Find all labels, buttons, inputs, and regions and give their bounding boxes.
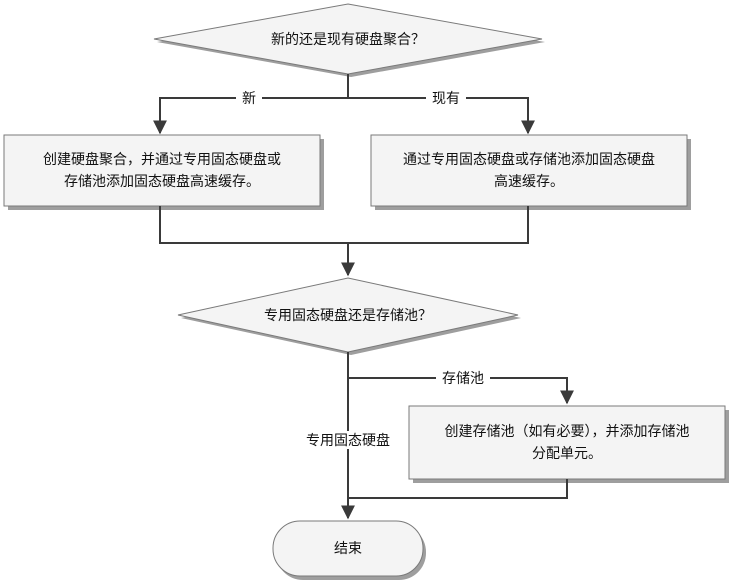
edge-label-existing: 现有: [432, 91, 460, 107]
edges-merge-1: [159, 206, 529, 277]
process-create-pool: 创建硬盘聚合，并通过专用固态硬盘或 存储池添加固态硬盘高速缓存。: [3, 134, 324, 210]
process-create-pool-line-2: 存储池添加固态硬盘高速缓存。: [64, 173, 260, 190]
decision-ssd-or-pool: 专用固态硬盘还是存储池？: [177, 277, 521, 355]
edge-label-dedicated-ssd: 专用固态硬盘: [306, 432, 390, 449]
edge-label-storage-pool: 存储池: [442, 371, 484, 387]
decision-ssd-or-pool-text: 专用固态硬盘还是存储池？: [264, 307, 432, 324]
process-existing-pool-line-2: 高速缓存。: [494, 173, 564, 190]
end-text: 结束: [334, 541, 362, 557]
decision-new-or-existing-text: 新的还是现有硬盘聚合？: [271, 31, 425, 48]
decision-new-or-existing: 新的还是现有硬盘聚合？: [153, 3, 545, 77]
edge-label-new: 新: [242, 91, 256, 107]
end-terminator: 结束: [272, 520, 426, 580]
edges-decision-2: 存储池 专用固态硬盘: [296, 352, 574, 520]
process-create-pool-line-1: 创建硬盘聚合，并通过专用固态硬盘或: [43, 151, 281, 168]
edges-merge-2: [348, 479, 568, 499]
process-add-storage-pool-line-2: 分配单元。: [532, 446, 602, 462]
edges-decision-1: 新 现有: [153, 74, 535, 135]
process-existing-pool-line-1: 通过专用固态硬盘或存储池添加固态硬盘: [403, 151, 655, 168]
process-add-storage-pool-line-1: 创建存储池（如有必要），并添加存储池: [445, 424, 690, 440]
process-add-storage-pool: 创建存储池（如有必要），并添加存储池 分配单元。: [408, 405, 729, 483]
process-existing-pool: 通过专用固态硬盘或存储池添加固态硬盘 高速缓存。: [370, 134, 691, 210]
